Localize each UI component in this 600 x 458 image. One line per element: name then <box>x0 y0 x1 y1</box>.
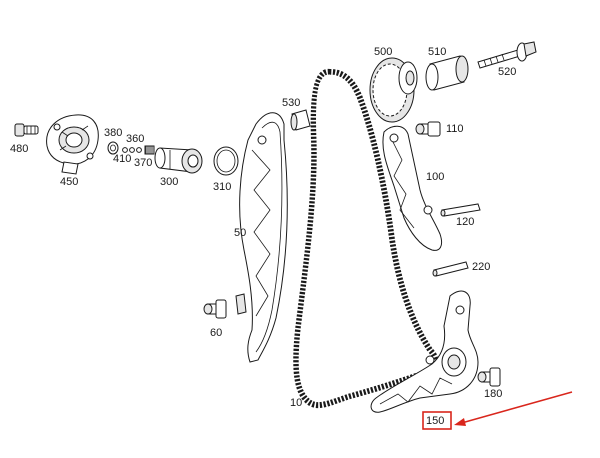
label-380: 380 <box>104 127 122 139</box>
part-120-guide-pin <box>440 203 481 217</box>
part-530-sleeve <box>290 109 311 131</box>
part-100-guide-rail <box>382 125 443 251</box>
label-150: 150 <box>426 415 444 427</box>
part-300-tensioner-plunger <box>154 147 203 174</box>
label-360: 360 <box>126 133 144 145</box>
label-300: 300 <box>160 176 178 188</box>
part-110-pin <box>415 121 441 137</box>
part-310-o-ring <box>213 146 239 176</box>
label-500: 500 <box>374 46 392 58</box>
part-60-bolt <box>203 299 227 319</box>
highlight-box-150 <box>422 411 452 430</box>
label-410: 410 <box>113 153 131 165</box>
highlight-arrow <box>454 391 573 426</box>
label-450: 450 <box>60 176 78 188</box>
part-150-tensioner-arm <box>370 290 479 413</box>
part-50-tensioning-rail <box>235 112 288 363</box>
label-60: 60 <box>210 327 222 339</box>
label-50: 50 <box>234 227 246 239</box>
label-310: 310 <box>213 181 231 193</box>
label-110: 110 <box>446 123 464 135</box>
part-380-seal-ring <box>107 141 119 155</box>
label-180: 180 <box>484 388 502 400</box>
part-370-spring <box>144 145 155 155</box>
part-500-sprocket <box>369 57 418 123</box>
label-370: 370 <box>134 157 152 169</box>
label-510: 510 <box>428 46 446 58</box>
part-520-bolt <box>477 41 537 69</box>
part-180-bolt <box>477 367 501 387</box>
part-360-small-rings <box>122 147 142 153</box>
label-530: 530 <box>282 97 300 109</box>
part-10-timing-chain <box>293 68 439 408</box>
part-480-bolt <box>14 123 39 137</box>
part-510-bushing <box>425 55 469 91</box>
label-120: 120 <box>456 216 474 228</box>
label-10: 10 <box>290 397 302 409</box>
part-220-guide-pin <box>432 261 469 277</box>
label-220: 220 <box>472 261 490 273</box>
part-450-tensioner-housing <box>46 114 99 175</box>
label-100: 100 <box>426 171 444 183</box>
label-520: 520 <box>498 66 516 78</box>
label-480: 480 <box>10 143 28 155</box>
